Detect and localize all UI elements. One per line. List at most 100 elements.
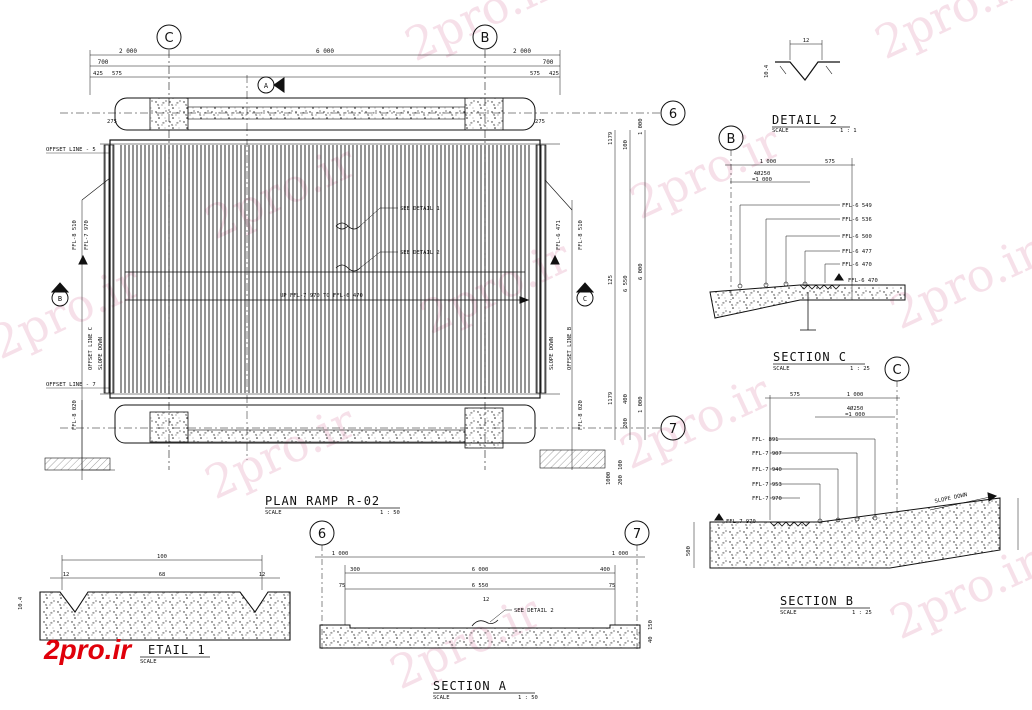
watermark-text: 2pro.ir: [882, 224, 1032, 340]
section-b-slab: [709, 497, 1001, 569]
watermark-text: 2pro.ir: [612, 364, 779, 480]
slope-down-left: SLOPE DOWN: [98, 337, 104, 370]
section-c-slab: [709, 284, 906, 319]
section-b-level-3: FFL-7 940: [752, 467, 782, 473]
detail-1: 100 12 68 12 10.4 ETAIL 1 SCALE: [18, 554, 291, 665]
section-c-level-4: FFL-6 477: [842, 249, 872, 255]
section-a-dim-75-left: 75: [339, 583, 346, 589]
detail-2: 12 10.4 DETAIL 2 SCALE 1 : 1: [764, 38, 857, 134]
watermark-text: 2pro.ir: [867, 0, 1032, 70]
up-label: UP FFL-7 970 TO FFL-6 470: [280, 293, 363, 299]
section-a-dim-400: 400: [600, 567, 610, 573]
dim-700-right: 700: [543, 59, 554, 66]
ffl-left-bottom: FFL-8 020: [72, 400, 78, 430]
see-detail-1: SEE DETAIL 1: [400, 206, 440, 212]
grid-bubble-b: [472, 24, 498, 50]
grid-label-6: 6: [669, 107, 677, 122]
dim-right-1000-bottom: 1 000: [638, 396, 644, 413]
section-a-scale-label: SCALE: [433, 695, 450, 701]
level-marker-icon: [550, 254, 560, 265]
dim-right-6550: 6 550: [623, 275, 629, 292]
top-beam-outline: [114, 97, 536, 131]
section-a-grid-label-6: 6: [318, 527, 326, 542]
section-a-dim-6550: 6 550: [472, 583, 489, 589]
section-b-base-level: FFL-7 970: [726, 519, 756, 525]
top-column-left: [149, 97, 189, 131]
detail1-dim-mid: 68: [159, 572, 166, 578]
section-a-dim-40: 40: [648, 636, 654, 643]
detail2-scale-label: SCALE: [772, 128, 789, 134]
ffl-right-bottom: FFL-8 020: [578, 400, 584, 430]
see-detail-2: SEE DETAIL 2: [400, 250, 440, 256]
section-b-level-2: FFL-7 907: [752, 451, 782, 457]
offset-line-b: OFFSET LINE B: [567, 326, 573, 370]
detail1-scale-label: SCALE: [140, 659, 157, 665]
ramp-edge-right: [535, 144, 547, 394]
section-b-dim-500: 500: [686, 546, 692, 556]
dim-right-200: 200: [623, 418, 629, 428]
dim-bottom-200: 200: [618, 475, 624, 485]
ramp-edge-left: [103, 144, 115, 394]
offset-line-5: OFFSET LINE - 5: [46, 147, 96, 153]
dim-575-right: 575: [530, 71, 540, 77]
section-marker-label-b: B: [58, 295, 62, 303]
ramp-ribs: [120, 145, 530, 393]
plan-ramp: C B 6 7 A B C 2 000 6 000 2 000 700 700 …: [44, 24, 686, 516]
section-a: 6 7 1 000 1 000 300 6 000 400 6 550 75 7…: [309, 520, 654, 701]
dim-right-1000-top: 1 000: [638, 118, 644, 135]
section-a-dim-150: 150: [648, 620, 654, 630]
section-a-dim-75-right: 75: [609, 583, 616, 589]
top-beam-fill: [187, 106, 466, 120]
plan-title: PLAN RAMP R-02: [265, 494, 380, 508]
section-c-spacing-total: =1 000: [752, 177, 772, 183]
section-a-dim-6000: 6 000: [472, 567, 489, 573]
dim-top-total: 6 000: [316, 48, 334, 55]
section-marker-label-a: A: [264, 82, 269, 90]
plan-scale: 1 : 50: [380, 510, 400, 516]
section-b-dim-575: 575: [790, 392, 800, 398]
section-a-see-detail-2: SEE DETAIL 2: [514, 608, 554, 614]
section-c-title: SECTION C: [773, 350, 847, 364]
dim-575-left: 575: [112, 71, 122, 77]
detail2-dim-top: 12: [803, 38, 810, 44]
ground-left: [44, 457, 111, 471]
offset-line-c: OFFSET LINE C: [88, 327, 94, 370]
detail1-dim-right: 12: [259, 572, 266, 578]
detail1-dim-total: 100: [157, 554, 167, 560]
ffl-right-mid: FFL-6 471: [556, 220, 562, 250]
grid-bubble-7: [660, 415, 686, 441]
slope-down-right: SLOPE DOWN: [549, 337, 555, 370]
section-c-spacing: 4Ø250: [754, 170, 771, 177]
section-b-scale-label: SCALE: [780, 610, 797, 616]
dim-275-right: 275: [535, 119, 545, 125]
section-arrow-icon: [575, 282, 595, 293]
plan-scale-label: SCALE: [265, 510, 282, 516]
section-b-level-1: FFL- 891: [752, 437, 779, 443]
dim-bottom-100: 100: [618, 460, 624, 470]
detail2-dim-side: 10.4: [764, 64, 770, 78]
ffl-left-mid: FFL-7 970: [84, 220, 90, 250]
section-b-spacing-total: =1 000: [845, 412, 865, 418]
section-b-grid-label: C: [892, 363, 901, 378]
section-marker-label-c: C: [583, 295, 587, 303]
offset-line-7: OFFSET LINE - 7: [46, 382, 96, 388]
section-c-scale-label: SCALE: [773, 366, 790, 372]
detail1-title: ETAIL 1: [148, 643, 206, 657]
dim-top-right: 2 000: [513, 48, 531, 55]
dim-right-400: 400: [623, 394, 629, 404]
watermark-text: 2pro.ir: [197, 394, 364, 510]
dim-right-1179-top: 1179: [608, 132, 614, 145]
ground-right: [539, 449, 606, 469]
section-c-grid-label: B: [727, 132, 736, 147]
detail2-scale: 1 : 1: [840, 128, 857, 134]
bottom-beam-fill: [187, 429, 466, 443]
site-logo: 2pro.ir: [44, 634, 132, 665]
section-b-level-5: FFL-7 970: [752, 496, 782, 502]
dim-700-left: 700: [98, 59, 109, 66]
grid-label-7: 7: [669, 422, 677, 437]
grid-bubble-6: [660, 100, 686, 126]
section-a-grid-label-7: 7: [633, 527, 641, 542]
bottom-column-left: [149, 411, 189, 443]
dim-right-6000: 6 000: [638, 263, 644, 280]
